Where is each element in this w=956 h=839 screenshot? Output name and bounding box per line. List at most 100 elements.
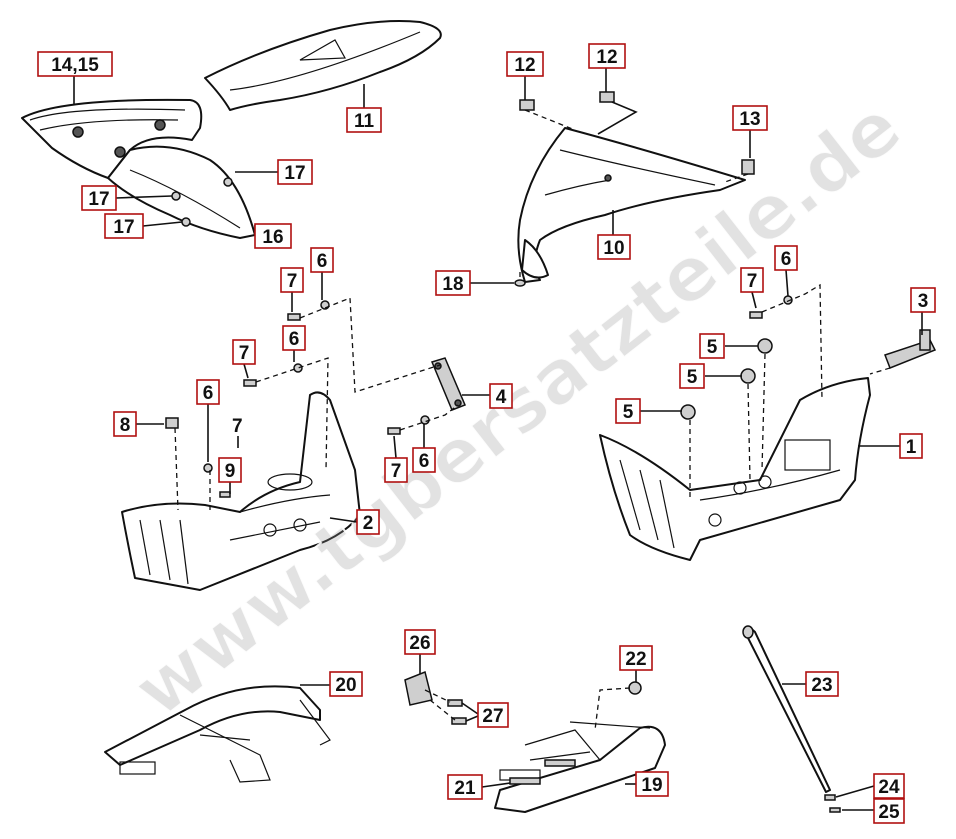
callout-label: 7 (287, 271, 298, 292)
callout-box (232, 339, 256, 365)
callout-box (346, 107, 382, 133)
callout-6b: 6 (282, 325, 306, 351)
callout-box (699, 333, 725, 359)
callout-14-15: 14,15 (37, 51, 113, 77)
callout-box (679, 363, 705, 389)
callout-label: 16 (262, 227, 283, 248)
callout-label: 5 (623, 402, 634, 423)
callout-label: 26 (409, 633, 430, 654)
callout-label: 6 (317, 251, 328, 272)
callout-box (104, 213, 144, 239)
callout-box (774, 245, 798, 271)
bracket-part-26 (404, 670, 433, 706)
callout-label: 11 (354, 111, 375, 132)
callout-box (506, 51, 544, 77)
callout-6e: 6 (412, 447, 436, 473)
callout-6c: 6 (196, 379, 220, 405)
callout-label: 3 (918, 291, 929, 312)
callout-1: 1 (899, 433, 923, 459)
callout-18: 18 (435, 270, 471, 296)
rear-cover-part-11 (204, 20, 442, 111)
callout-box (619, 645, 653, 671)
callout-label: 14,15 (51, 55, 99, 76)
callout-box (597, 234, 631, 260)
callout-label: 5 (687, 367, 698, 388)
callout-3: 3 (910, 287, 936, 313)
callout-box (280, 267, 304, 293)
callout-box (740, 267, 764, 293)
front-inner-cover-part-10 (517, 127, 746, 283)
callout-9: 9 (218, 457, 242, 483)
callout-label: 17 (88, 189, 109, 210)
callout-17c: 17 (104, 213, 144, 239)
plain-label-7: 7 (232, 416, 243, 437)
frame-bracket-part-20 (104, 685, 331, 783)
nut-part-22 (628, 681, 642, 695)
clip-part-25 (829, 807, 841, 813)
callout-label: 8 (120, 415, 131, 436)
callout-box (254, 223, 292, 249)
rear-grip-part-14-15 (21, 98, 203, 179)
callout-7c: 7 (740, 267, 764, 293)
callout-box (615, 398, 641, 424)
callout-label: 17 (113, 217, 134, 238)
callout-16: 16 (254, 223, 292, 249)
callout-12b: 12 (588, 43, 626, 69)
callout-17a: 17 (277, 159, 313, 185)
callout-box (910, 287, 936, 313)
callout-box (899, 433, 923, 459)
callout-label: 9 (225, 461, 236, 482)
callout-box (384, 457, 408, 483)
callout-label: 6 (419, 451, 430, 472)
callout-4: 4 (489, 383, 513, 409)
callout-26: 26 (404, 629, 436, 655)
frame-bracket-part-19 (494, 721, 666, 813)
callout-box (81, 185, 117, 211)
clips-part-12 (519, 91, 615, 111)
callout-label: 12 (596, 47, 617, 68)
callout-label: 5 (707, 337, 718, 358)
callout-20: 20 (329, 671, 363, 697)
callout-12a: 12 (506, 51, 544, 77)
callout-label: 23 (811, 675, 832, 696)
callout-5b: 5 (679, 363, 705, 389)
callout-23: 23 (805, 671, 839, 697)
callout-25: 25 (873, 798, 905, 824)
callout-17b: 17 (81, 185, 117, 211)
callout-box (282, 325, 306, 351)
callout-label: 6 (781, 249, 792, 270)
callout-7d: 7 (384, 457, 408, 483)
callout-box (447, 774, 483, 800)
callout-7b: 7 (232, 339, 256, 365)
callout-8: 8 (113, 411, 137, 437)
callout-13: 13 (732, 105, 768, 131)
callout-box (805, 671, 839, 697)
callout-box (113, 411, 137, 437)
callout-label: 10 (603, 238, 624, 259)
callout-box (356, 509, 380, 535)
nut-part-8 (165, 417, 179, 429)
callout-label: 7 (239, 343, 250, 364)
callout-box (404, 629, 436, 655)
right-footrest-part-1 (599, 377, 871, 561)
callout-label: 1 (906, 437, 917, 458)
callout-label: 13 (739, 109, 760, 130)
callout-27: 27 (477, 702, 509, 728)
callout-box (873, 798, 905, 824)
callout-box (635, 771, 669, 797)
callout-11: 11 (346, 107, 382, 133)
callout-21: 21 (447, 774, 483, 800)
callout-box (37, 51, 113, 77)
assembly-lines (174, 109, 891, 731)
callout-box (218, 457, 242, 483)
callout-box (489, 383, 513, 409)
bracket-part-3 (884, 329, 937, 369)
callout-label: 7 (747, 271, 758, 292)
callout-box (732, 105, 768, 131)
rod-part-23 (742, 625, 831, 793)
callout-box (329, 671, 363, 697)
callout-label: 17 (284, 163, 305, 184)
screw-part-18 (514, 279, 526, 287)
callout-label: 4 (496, 387, 507, 408)
